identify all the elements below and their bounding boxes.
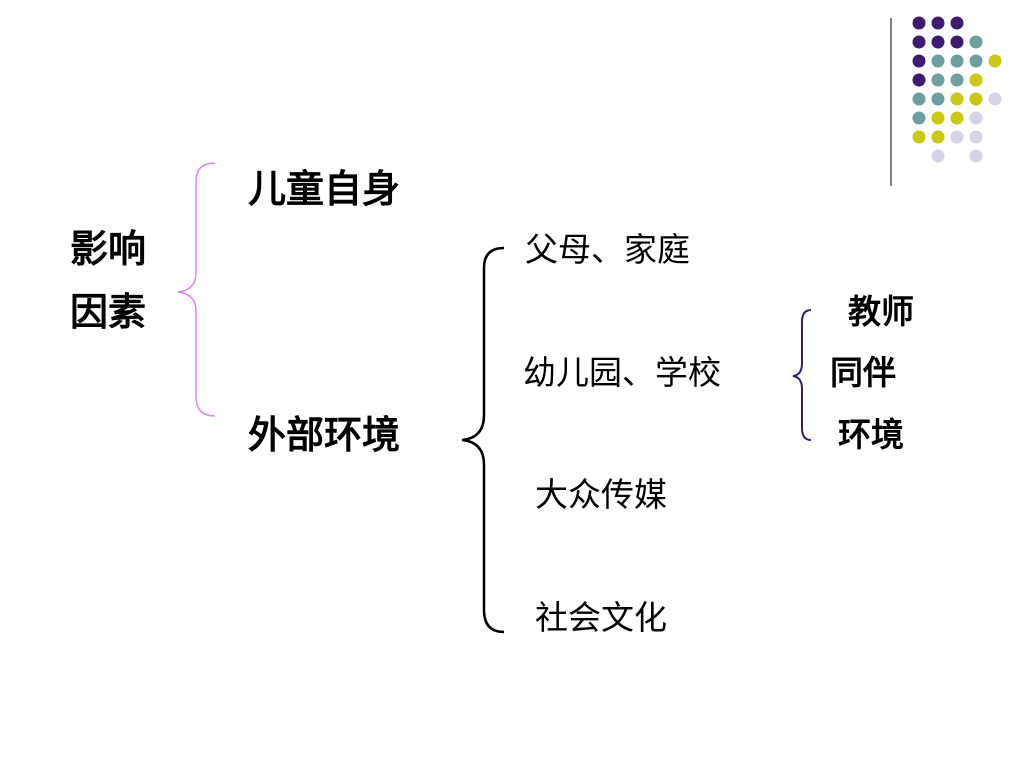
decorative-dot <box>931 92 945 106</box>
item-peers: 同伴 <box>830 353 896 392</box>
decorative-dot <box>950 92 964 106</box>
factor-child-self: 儿童自身 <box>248 167 401 211</box>
decorative-dot <box>912 92 926 106</box>
decorative-dot <box>950 35 964 49</box>
decorative-dot <box>950 111 964 125</box>
decorative-dot <box>931 149 945 163</box>
decorative-dot <box>988 92 1002 106</box>
decorative-dot <box>969 149 983 163</box>
root-label-line2: 因素 <box>70 290 147 334</box>
decorative-dot <box>912 130 926 144</box>
decorative-dot <box>969 54 983 68</box>
item-mass-media: 大众传媒 <box>535 475 667 514</box>
item-environment: 环境 <box>838 415 904 454</box>
decorative-dot <box>950 16 964 30</box>
brace-level-3 <box>792 309 812 441</box>
decorative-dot <box>969 73 983 87</box>
root-label-line1: 影响 <box>70 227 147 271</box>
factor-external-environment: 外部环境 <box>248 413 401 457</box>
decorative-dot <box>950 54 964 68</box>
decorative-dot <box>969 35 983 49</box>
item-teachers: 教师 <box>848 292 914 331</box>
decorative-dot <box>912 16 926 30</box>
decorative-dot <box>931 130 945 144</box>
item-social-culture: 社会文化 <box>535 598 667 637</box>
decorative-dot <box>969 111 983 125</box>
item-parents-family: 父母、家庭 <box>525 230 690 269</box>
decorative-dot <box>950 130 964 144</box>
decorative-dot <box>931 111 945 125</box>
brace-level-2 <box>461 246 505 634</box>
decorative-dot <box>912 111 926 125</box>
decorative-dot <box>931 73 945 87</box>
decorative-dot <box>950 73 964 87</box>
decorative-dot <box>969 130 983 144</box>
dot-cluster <box>912 16 1002 163</box>
decorative-dot <box>912 35 926 49</box>
decorative-dot <box>931 16 945 30</box>
item-kindergarten-school: 幼儿园、学校 <box>523 353 721 392</box>
decorative-dot <box>931 54 945 68</box>
decorative-dot <box>912 54 926 68</box>
brace-level-1 <box>177 162 216 417</box>
decorative-dot <box>931 35 945 49</box>
decorative-dot <box>969 92 983 106</box>
decorative-dot <box>912 73 926 87</box>
decorative-dot <box>988 54 1002 68</box>
